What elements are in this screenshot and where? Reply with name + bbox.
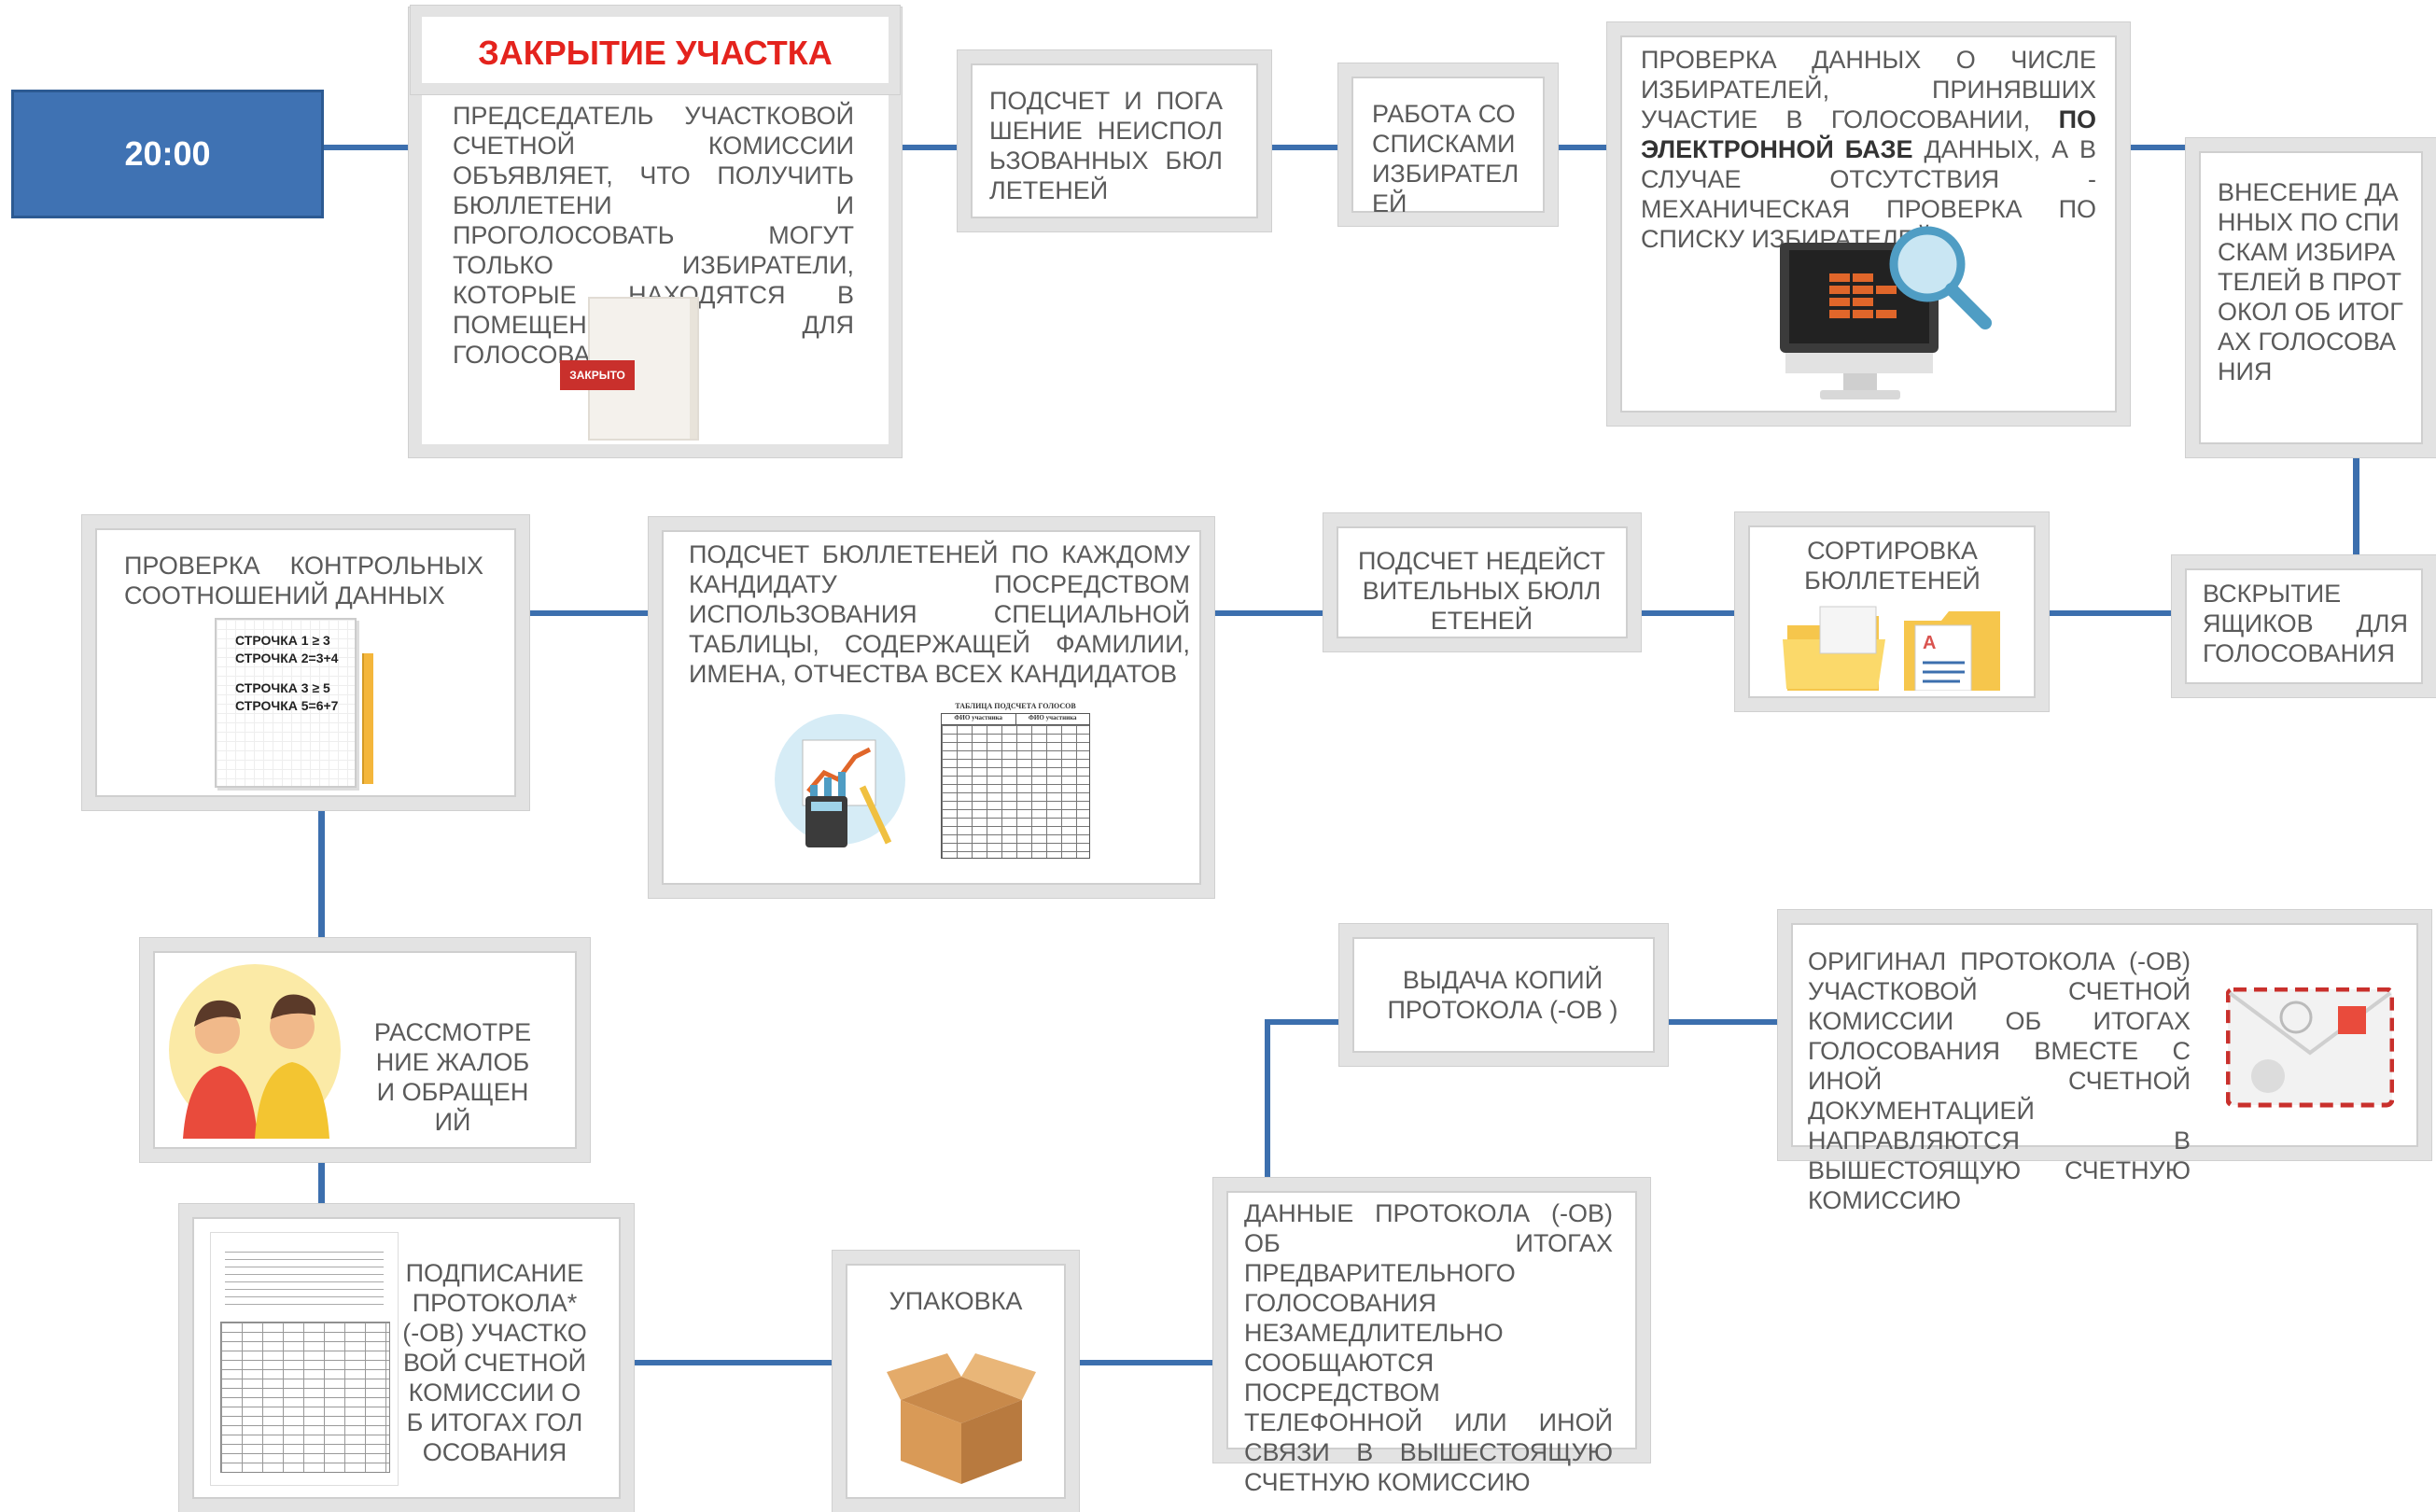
step-original-text: ОРИГИНАЛ ПРОТОКОЛА (-ОВ) УЧАСТКОВОЙ СЧЕТ… xyxy=(1808,947,2191,1214)
doc-lines xyxy=(225,1252,384,1308)
step-copies-text: ВЫДАЧА КОПИЙ ПРОТОКОЛА (-ОВ ) xyxy=(1387,966,1618,1024)
title-box: ЗАКРЫТИЕ УЧАСТКА xyxy=(410,5,901,95)
check-data-part1: ПРОВЕРКА ДАННЫХ О ЧИСЛЕ ИЗБИРАТЕЛЕЙ, ПРИ… xyxy=(1641,46,2096,133)
folders-image: A xyxy=(1783,606,2000,691)
connector xyxy=(2353,455,2359,557)
step-work-lists-text: РАБОТА СО СПИСКАМИ ИЗБИРАТЕЛЕЙ xyxy=(1372,100,1519,217)
connector xyxy=(1267,145,1342,150)
step-check-ratios xyxy=(81,514,530,811)
step-count-per-candidate-text: ПОДСЧЕТ БЮЛЛЕТЕНЕЙ ПО КАЖДОМУ КАНДИДАТУ … xyxy=(689,540,1190,688)
step-check-data-text: ПРОВЕРКА ДАННЫХ О ЧИСЛЕ ИЗБИРАТЕЛЕЙ, ПРИ… xyxy=(1641,45,2096,254)
connector xyxy=(324,145,413,150)
connector xyxy=(1554,145,1610,150)
connector xyxy=(1664,1019,1781,1025)
step-enter-data xyxy=(2185,137,2436,458)
connector xyxy=(1638,610,1741,616)
step-signing-text: ПОДПИСАНИЕ ПРОТОКОЛА* (-ОВ) УЧАСТКОВОЙ С… xyxy=(402,1259,587,1466)
table-caption: ТАБЛИЦА ПОДСЧЕТА ГОЛОСОВ xyxy=(955,702,1076,710)
table-col-a: ФИО участника xyxy=(942,714,1016,724)
step-report-data-text: ДАННЫЕ ПРОТОКОЛА (-ОВ) ОБ ИТОГАХ ПРЕДВАР… xyxy=(1244,1199,1613,1496)
time-badge: 20:00 xyxy=(11,90,324,218)
step-enter-data-text: ВНЕСЕНИЕ ДАННЫХ ПО СПИСКАМ ИЗБИРАТЕЛЕЙ В… xyxy=(2218,178,2403,385)
connector xyxy=(2047,610,2176,616)
step-open-boxes xyxy=(2171,554,2436,698)
connector xyxy=(1075,1360,1215,1365)
closed-sign: ЗАКРЫТО xyxy=(560,360,635,390)
notebook-line: СТРОЧКА 3 ≥ 5 xyxy=(235,680,330,695)
connector xyxy=(2126,145,2190,150)
protocol-document-image xyxy=(210,1232,399,1486)
connector xyxy=(898,145,961,150)
page-title: ЗАКРЫТИЕ УЧАСТКА xyxy=(478,34,833,72)
table-col-b: ФИО участника xyxy=(1028,714,1077,721)
envelope-image xyxy=(2226,987,2394,1108)
pencil-image xyxy=(362,653,373,784)
connector xyxy=(1211,610,1328,616)
monitor-search-image xyxy=(1780,226,1992,399)
step-count-unused-text: ПОДСЧЕТ И ПОГАШЕНИЕ НЕИСПОЛЬЗОВАННЫХ БЮЛ… xyxy=(989,87,1223,204)
vote-count-table-image: ТАБЛИЦА ПОДСЧЕТА ГОЛОСОВ ФИО участника Ф… xyxy=(941,702,1090,861)
doc-table xyxy=(220,1322,390,1473)
connector xyxy=(527,610,649,616)
step-count-invalid-text: ПОДСЧЕТ НЕДЕЙСТВИТЕЛЬНЫХ БЮЛЛЕТЕНЕЙ xyxy=(1358,547,1606,635)
cardboard-box-image xyxy=(887,1353,1036,1484)
connector xyxy=(318,1157,325,1204)
step-complaints-text: РАССМОТРЕНИЕ ЖАЛОБ И ОБРАЩЕНИЙ xyxy=(373,1018,532,1136)
step-check-ratios-text: ПРОВЕРКА КОНТРОЛЬНЫХ СООТНОШЕНИЙ ДАННЫХ xyxy=(124,552,483,609)
svg-text:A: A xyxy=(1923,633,1936,653)
step-packing-text: УПАКОВКА xyxy=(889,1287,1023,1315)
step-count-per-candidate xyxy=(648,516,1215,899)
step-report-data xyxy=(1212,1177,1651,1463)
step-original xyxy=(1777,909,2432,1161)
step-copies xyxy=(1338,923,1669,1067)
check-data-bold: ПО ЭЛЕКТРОННОЙ БАЗЕ xyxy=(1641,105,2096,163)
step-count-unused xyxy=(957,49,1272,232)
step-work-lists xyxy=(1337,63,1559,227)
table-grid xyxy=(941,725,1090,859)
step-sorting-text: СОРТИРОВКА БЮЛЛЕТЕНЕЙ xyxy=(1804,537,1981,595)
table-header-row: ФИО участника ФИО участника xyxy=(941,713,1090,725)
connector xyxy=(1265,1019,1344,1025)
notebook-line: СТРОЧКА 5=6+7 xyxy=(235,698,339,713)
notebook-line: СТРОЧКА 2=3+4 xyxy=(235,651,339,665)
step-count-invalid xyxy=(1323,512,1642,652)
step-open-boxes-text: ВСКРЫТИЕ ЯЩИКОВ ДЛЯ ГОЛОСОВАНИЯ xyxy=(2203,580,2408,667)
connector xyxy=(632,1360,833,1365)
closed-sign-text: ЗАКРЫТО xyxy=(569,369,625,382)
connector xyxy=(1265,1019,1270,1180)
people-talking-image xyxy=(169,964,341,1139)
chart-calculator-image xyxy=(775,714,905,847)
notebook-line: СТРОЧКА 1 ≥ 3 xyxy=(235,633,330,648)
connector xyxy=(318,810,325,941)
notebook-image: СТРОЧКА 1 ≥ 3 СТРОЧКА 2=3+4 СТРОЧКА 3 ≥ … xyxy=(215,618,357,788)
